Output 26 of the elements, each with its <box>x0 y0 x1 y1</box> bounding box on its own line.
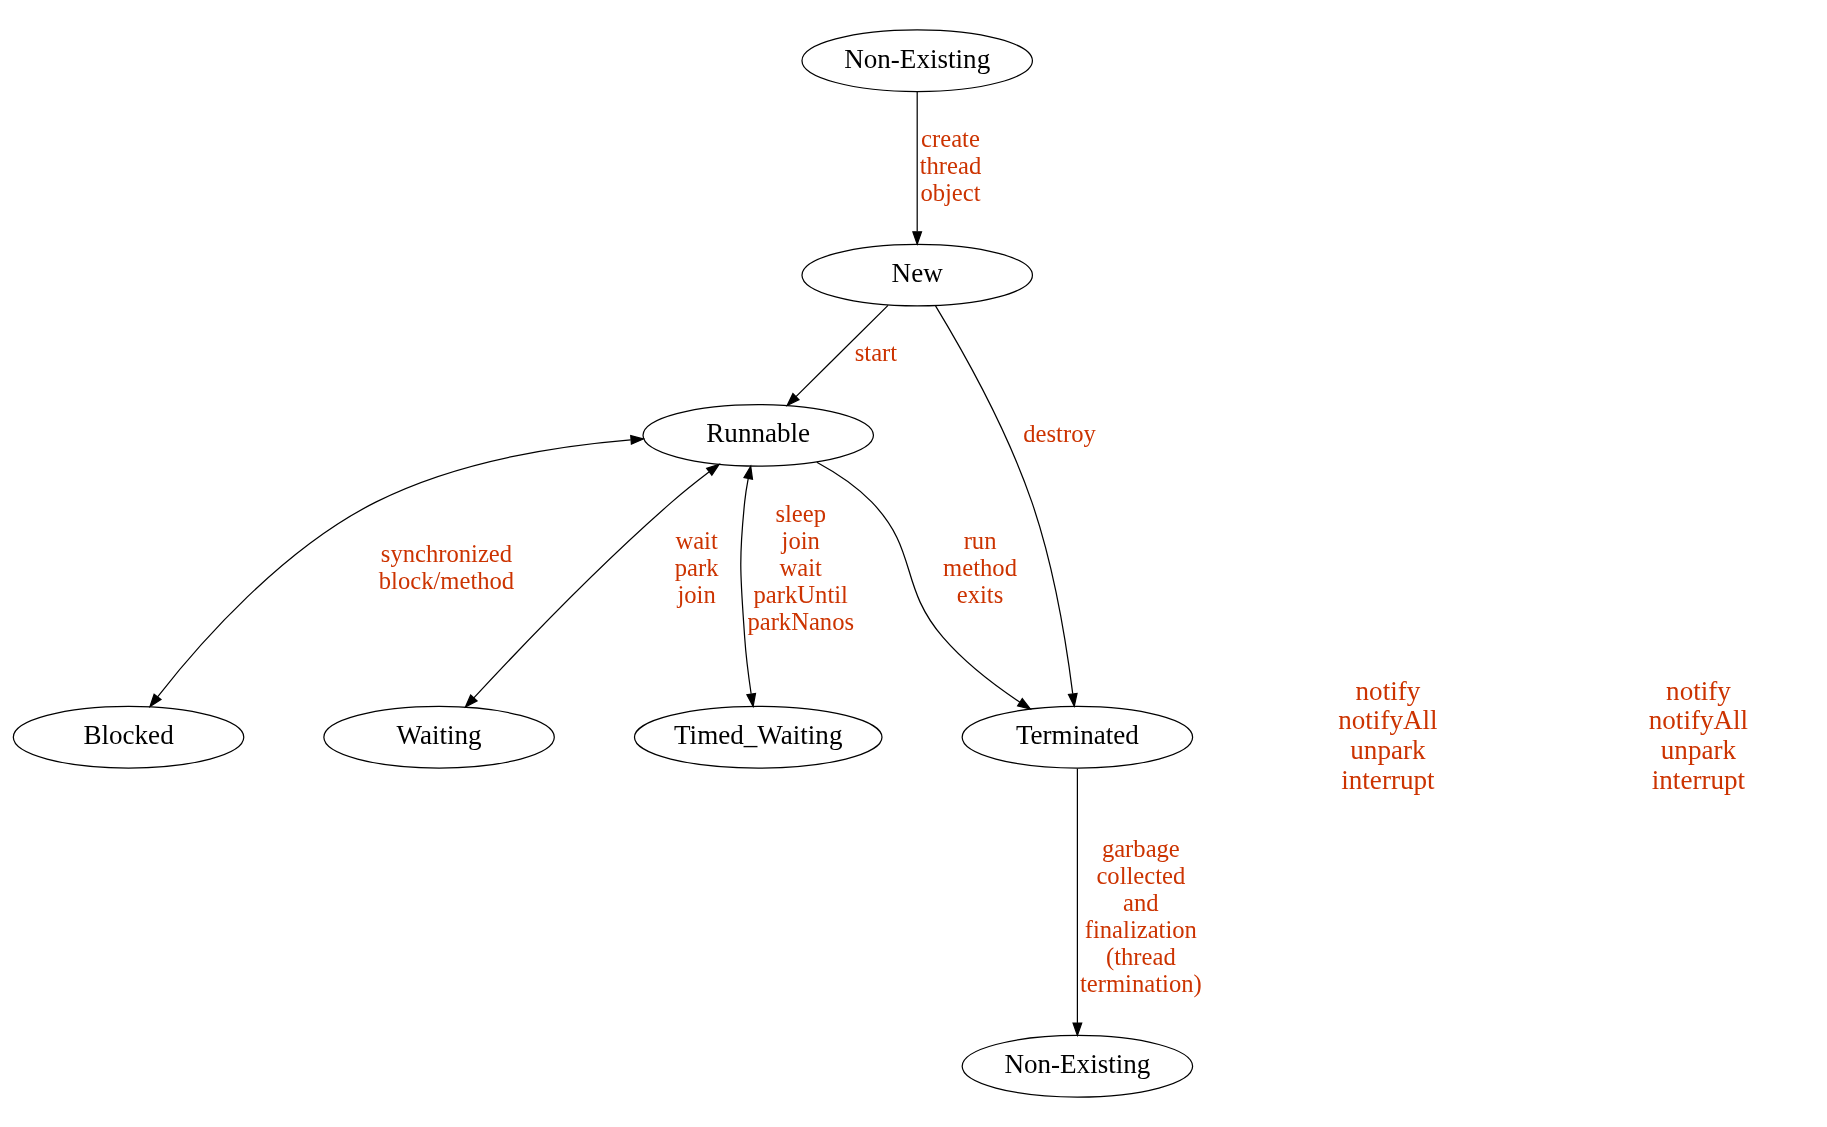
node-ellipse: Terminated <box>961 705 1194 769</box>
label: notify notifyAll unpark interrupt <box>1648 675 1749 795</box>
arrow <box>464 463 721 709</box>
edge-label: garbage collected and finalization (thread termination) <box>1079 834 1202 998</box>
label: notify notifyAll unpark interrupt <box>1338 675 1438 795</box>
edge-label: sleep join wait parkUntil parkNanos <box>747 499 855 636</box>
node-ellipse: Runnable <box>642 403 875 467</box>
node-ellipse: Non-Existing <box>801 29 1034 93</box>
node-ellipse: Timed_Waiting <box>633 705 883 769</box>
arrow <box>912 91 923 246</box>
node-ellipse: Waiting <box>323 705 555 769</box>
arrow <box>148 434 646 709</box>
edge-label: wait park join <box>674 526 719 608</box>
arrow <box>816 461 1032 710</box>
edge-label: start <box>854 339 898 367</box>
edge-label: create thread object <box>919 124 982 207</box>
arrow <box>1072 768 1083 1038</box>
arrow <box>934 305 1078 708</box>
node-ellipse: Blocked <box>12 705 245 769</box>
edge-label: run method exits <box>943 526 1017 608</box>
arrow <box>740 464 757 709</box>
arrow <box>785 304 889 407</box>
node-ellipse: New <box>801 243 1034 307</box>
edge-label: synchronized block/method <box>378 540 515 595</box>
node-ellipse: Non-Existing <box>961 1034 1194 1098</box>
edge-label: destroy <box>1023 419 1096 447</box>
